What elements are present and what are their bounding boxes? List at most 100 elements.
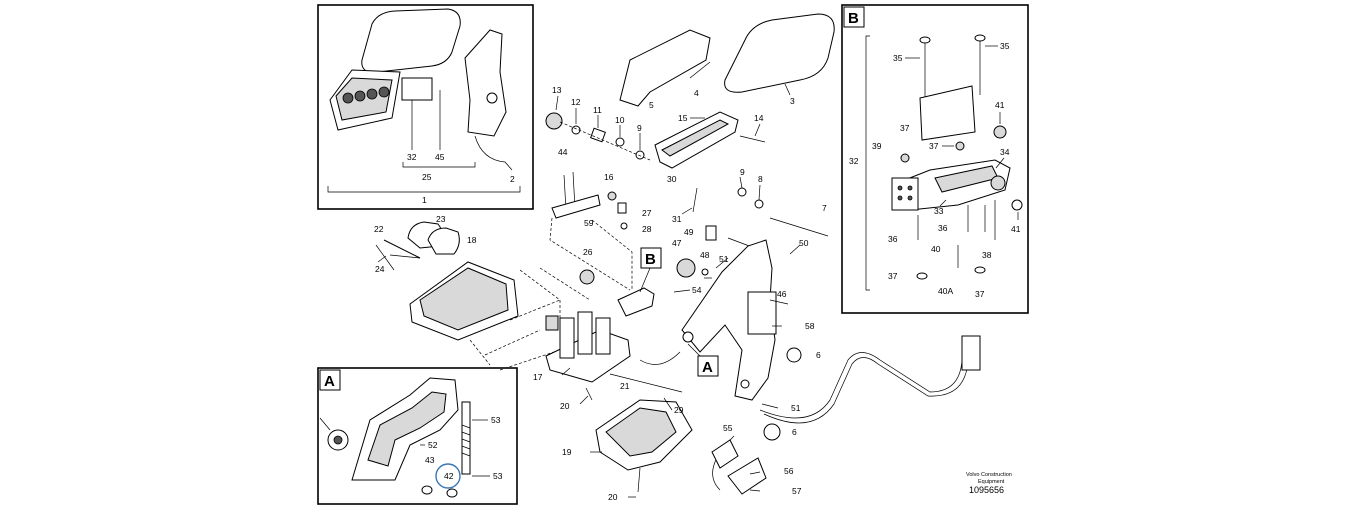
footer: Volvo Construction Equipment 1095656: [966, 472, 1012, 495]
callout-label: 35: [1000, 41, 1010, 51]
callout-label: 55: [723, 423, 733, 433]
callout-label: 37: [888, 271, 898, 281]
armrest-3: [724, 13, 835, 93]
plate-59: [551, 194, 601, 219]
inset-a-letter: A: [324, 373, 335, 390]
main-view: B A: [374, 13, 981, 502]
callout-label: 13: [552, 85, 562, 95]
callout-label: 35: [893, 53, 903, 63]
callout-label: 16: [604, 172, 614, 182]
footer-line2: Equipment: [978, 479, 1005, 485]
callout-label: 15: [678, 113, 688, 123]
inset-a: A 53 52 43 42 53: [317, 367, 518, 505]
callout-label: 34: [1000, 147, 1010, 157]
callout-label: 36: [938, 223, 948, 233]
marker-b-box: [640, 247, 662, 269]
callout-label: 47: [672, 238, 682, 248]
callout-label: 37: [900, 123, 910, 133]
bracket-shape: [464, 29, 507, 137]
callout-label: 24: [375, 264, 385, 274]
callout-label: 4: [694, 88, 699, 98]
callout-label: 45: [435, 152, 445, 162]
callout-label: 40A: [938, 286, 953, 296]
callout-label: 58: [805, 321, 815, 331]
callout-label: 14: [754, 113, 764, 123]
top-inset-frame: [317, 4, 534, 210]
callout-label: 33: [934, 206, 944, 216]
callout-label: 54: [692, 285, 702, 295]
callout-label: 8: [758, 174, 763, 184]
callout-label: 31: [672, 214, 682, 224]
block-b: [617, 287, 655, 317]
bracket-5: [619, 29, 711, 107]
callout-label: 17: [533, 372, 543, 382]
footer-number: 1095656: [969, 485, 1004, 495]
callout-label: 10: [615, 115, 625, 125]
inset-a-frame: [317, 367, 518, 505]
callout-label: 21: [620, 381, 630, 391]
callout-label: 41: [1011, 224, 1021, 234]
callout-label: 6: [816, 350, 821, 360]
inset-a-letter-box: [319, 369, 341, 391]
callout-label: 40: [931, 244, 941, 254]
callout-label: 32: [849, 156, 859, 166]
callout-label: 50: [799, 238, 809, 248]
callout-label: 11: [593, 105, 602, 115]
harness-cable: [759, 344, 966, 419]
callout-label: 42: [444, 471, 454, 481]
callout-label: 9: [637, 123, 642, 133]
callout-label: 37: [975, 289, 985, 299]
callout-label: 43: [425, 455, 435, 465]
switch-block: [891, 177, 919, 211]
callout-label: 46: [777, 289, 787, 299]
callout-label: 7: [822, 203, 827, 213]
callout-label: 48: [700, 250, 710, 260]
callout-label: 41: [995, 100, 1005, 110]
callout-label: 32: [407, 152, 417, 162]
callout-label: 51: [719, 254, 729, 264]
inset-b: B 35 35: [841, 4, 1029, 314]
callout-label: 29: [674, 405, 684, 415]
callout-label: 18: [467, 235, 477, 245]
callout-label: 26: [583, 247, 593, 257]
callout-label: 37: [929, 141, 939, 151]
callout-label: 44: [558, 147, 568, 157]
connector: [961, 335, 981, 371]
callout-label: 3: [790, 96, 795, 106]
callout-label: 25: [422, 172, 432, 182]
callout-label: 1: [422, 195, 427, 205]
callout-label: 5: [649, 100, 654, 110]
inset-b-letter-box: [843, 6, 865, 28]
mounting-plate: [919, 85, 976, 141]
clip-56: [727, 457, 767, 495]
callout-label: 2: [510, 174, 515, 184]
callout-label: 53: [493, 471, 503, 481]
marker-a: A: [702, 359, 713, 376]
callout-label: 20: [608, 492, 618, 502]
callout-label: 49: [684, 227, 694, 237]
marker-a-box: [697, 355, 719, 377]
callout-label: 20: [560, 401, 570, 411]
callout-label: 19: [562, 447, 572, 457]
callout-label: 23: [436, 214, 446, 224]
inset-b-frame: [841, 4, 1029, 314]
armrest-shape: [361, 8, 461, 73]
callout-label: 52: [428, 440, 438, 450]
callout-label: 12: [571, 97, 581, 107]
callout-label: 30: [667, 174, 677, 184]
top-inset: 32 45 25 2 1: [317, 4, 534, 210]
callout-label: 59: [584, 218, 594, 228]
footer-line1: Volvo Construction: [966, 472, 1012, 478]
callout-label: 27: [642, 208, 652, 218]
callout-label: 9: [740, 167, 745, 177]
inset-b-letter: B: [848, 10, 859, 27]
callout-label: 38: [982, 250, 992, 260]
callout-label: 22: [374, 224, 384, 234]
callout-label: 56: [784, 466, 794, 476]
callout-label: 36: [888, 234, 898, 244]
main-bracket-46: [681, 239, 776, 401]
callout-label: 57: [792, 486, 802, 496]
bushing-47: [676, 258, 696, 278]
marker-b: B: [645, 251, 656, 268]
